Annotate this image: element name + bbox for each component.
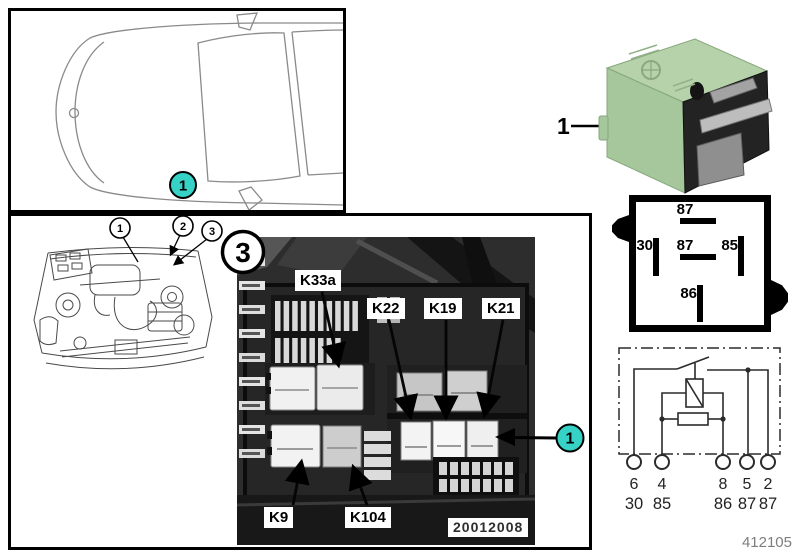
- svg-text:8: 8: [719, 476, 728, 493]
- svg-text:30: 30: [625, 495, 643, 513]
- relay-body: [598, 38, 773, 194]
- switch-contact: [676, 356, 710, 370]
- relay-k9-photo: [270, 424, 321, 468]
- terminal-number-row: 30 85 86 87 87: [625, 495, 777, 513]
- document-number: 412105: [741, 534, 792, 551]
- fuse-id-strip: [239, 257, 265, 458]
- pin-85-contact: [738, 236, 744, 276]
- hotspot-circle[interactable]: [555, 423, 585, 453]
- terminal-circles: [626, 454, 776, 470]
- car-location-panel: 1: [8, 8, 346, 213]
- label-k104: K104: [345, 507, 391, 528]
- svg-text:85: 85: [653, 495, 671, 513]
- relay-circuit-schematic: 6 4 8 5 2 30 85 86 87 87: [618, 347, 781, 513]
- pin-30-label: 30: [636, 237, 653, 254]
- socket-key-tab-right: [771, 280, 788, 315]
- mini-fuse-stack: [364, 431, 391, 480]
- label-k33a: K33a: [295, 270, 341, 291]
- relay-k104-photo: [322, 425, 362, 468]
- pin-86-contact: [697, 285, 703, 322]
- schematic-wiring: [633, 356, 769, 455]
- relay-k33a-photo: [269, 366, 316, 411]
- engine-bay-sketch: [33, 246, 213, 370]
- label-k19: K19: [424, 298, 462, 319]
- svg-text:4: 4: [658, 476, 667, 493]
- pin-86-label: 86: [680, 285, 697, 302]
- pin-87-mid-label: 87: [676, 237, 694, 254]
- svg-text:2: 2: [764, 476, 773, 493]
- schematic-boundary: [618, 347, 781, 455]
- pin-87-mid-contact: [680, 254, 716, 260]
- pin-number-row: 6 4 8 5 2: [630, 476, 773, 493]
- label-k22: K22: [367, 298, 405, 319]
- car-hotspot-1[interactable]: 1: [169, 171, 197, 199]
- svg-text:87: 87: [759, 495, 777, 513]
- svg-text:6: 6: [630, 476, 639, 493]
- relay-product-photo: 1: [557, 38, 773, 194]
- hotspot-number: 1: [566, 431, 575, 448]
- fusebox-photo: K33a K22 K19 K21 K9 K104 20012008: [237, 237, 535, 545]
- label-k9: K9: [264, 507, 294, 528]
- svg-text:5: 5: [743, 476, 752, 493]
- resistor-symbol: [677, 412, 709, 426]
- relay-pin: [709, 77, 758, 104]
- svg-text:86: 86: [714, 495, 732, 513]
- fuse-bank: [275, 297, 400, 366]
- label-arrows: [284, 291, 505, 506]
- engine-bay-lines: [33, 246, 213, 370]
- pin-87-top-contact: [680, 218, 716, 224]
- car-outline: [55, 12, 344, 211]
- relay-k22-photo: [400, 421, 432, 461]
- pin-30-contact: [653, 238, 659, 276]
- hotspot-number: 1: [179, 178, 187, 195]
- hotspot-circle[interactable]: [169, 171, 197, 199]
- car-top-view-sketch: 1: [55, 12, 344, 211]
- label-k21: K21: [482, 298, 520, 319]
- relay-pin: [696, 132, 745, 187]
- photo-stamp: 20012008: [448, 518, 529, 537]
- svg-text:87: 87: [738, 495, 756, 513]
- item-number: 1: [557, 113, 570, 139]
- pin-87-top-label: 87: [676, 201, 694, 218]
- pin-85-label: 85: [721, 237, 738, 254]
- relay-k21-photo: [466, 420, 499, 461]
- engine-bay-panel: K33a K22 K19 K21 K9 K104 20012008 1: [8, 213, 592, 550]
- relay-pin-diagram: 87 30 87 85 86: [612, 195, 788, 332]
- socket-key-tab-left: [612, 215, 629, 242]
- fuse-grid: [439, 462, 513, 492]
- fusebox-photo-image: [237, 237, 535, 545]
- relay-k19-photo: [432, 420, 466, 461]
- relay-pin: [699, 98, 773, 134]
